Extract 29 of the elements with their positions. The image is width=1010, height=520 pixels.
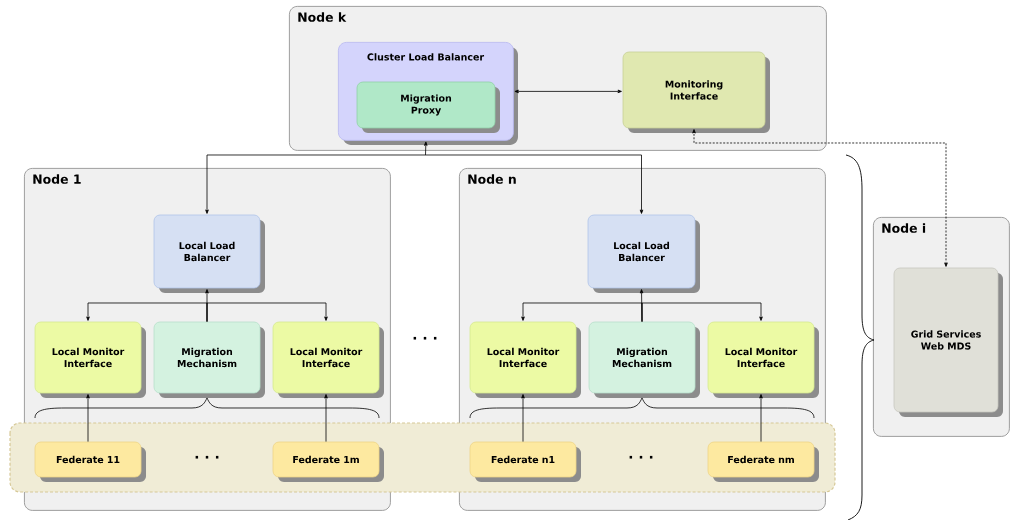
arrow — [521, 394, 525, 442]
federate-box: Federate 1m — [272, 441, 384, 482]
monitor-box: Local Monitor Interface — [707, 321, 819, 398]
proxy-box: Migration Proxy — [356, 81, 500, 133]
arrow — [692, 129, 948, 267]
arrow — [641, 302, 763, 322]
monitor-box: Monitoring Interface — [622, 51, 770, 133]
arrow — [514, 89, 622, 94]
federate-box: Federate n1 — [469, 441, 581, 482]
arrow — [759, 394, 763, 442]
federate-box: Federate nm — [707, 441, 819, 482]
ellipsis: · · · — [195, 455, 219, 459]
mechanism-box: Migration Mechanism — [153, 321, 265, 398]
ellipsis: · · · — [413, 336, 437, 340]
arrow — [324, 394, 328, 442]
monitor-box: Local Monitor Interface — [469, 321, 581, 398]
arrow — [206, 302, 328, 322]
arrow — [205, 141, 644, 214]
mechanism-box: Migration Mechanism — [588, 321, 700, 398]
balancer-box: Local Load Balancer — [587, 214, 700, 293]
federate-box: Federate 11 — [34, 441, 146, 482]
monitor-box: Local Monitor Interface — [272, 321, 384, 398]
service-box: Grid Services Web MDS — [893, 267, 1003, 417]
ellipsis: · · · — [629, 455, 653, 459]
arrow — [86, 302, 208, 322]
arrow — [521, 302, 643, 322]
monitor-box: Local Monitor Interface — [34, 321, 146, 398]
balancer-box: Local Load Balancer — [153, 214, 265, 293]
arrow — [86, 394, 90, 442]
